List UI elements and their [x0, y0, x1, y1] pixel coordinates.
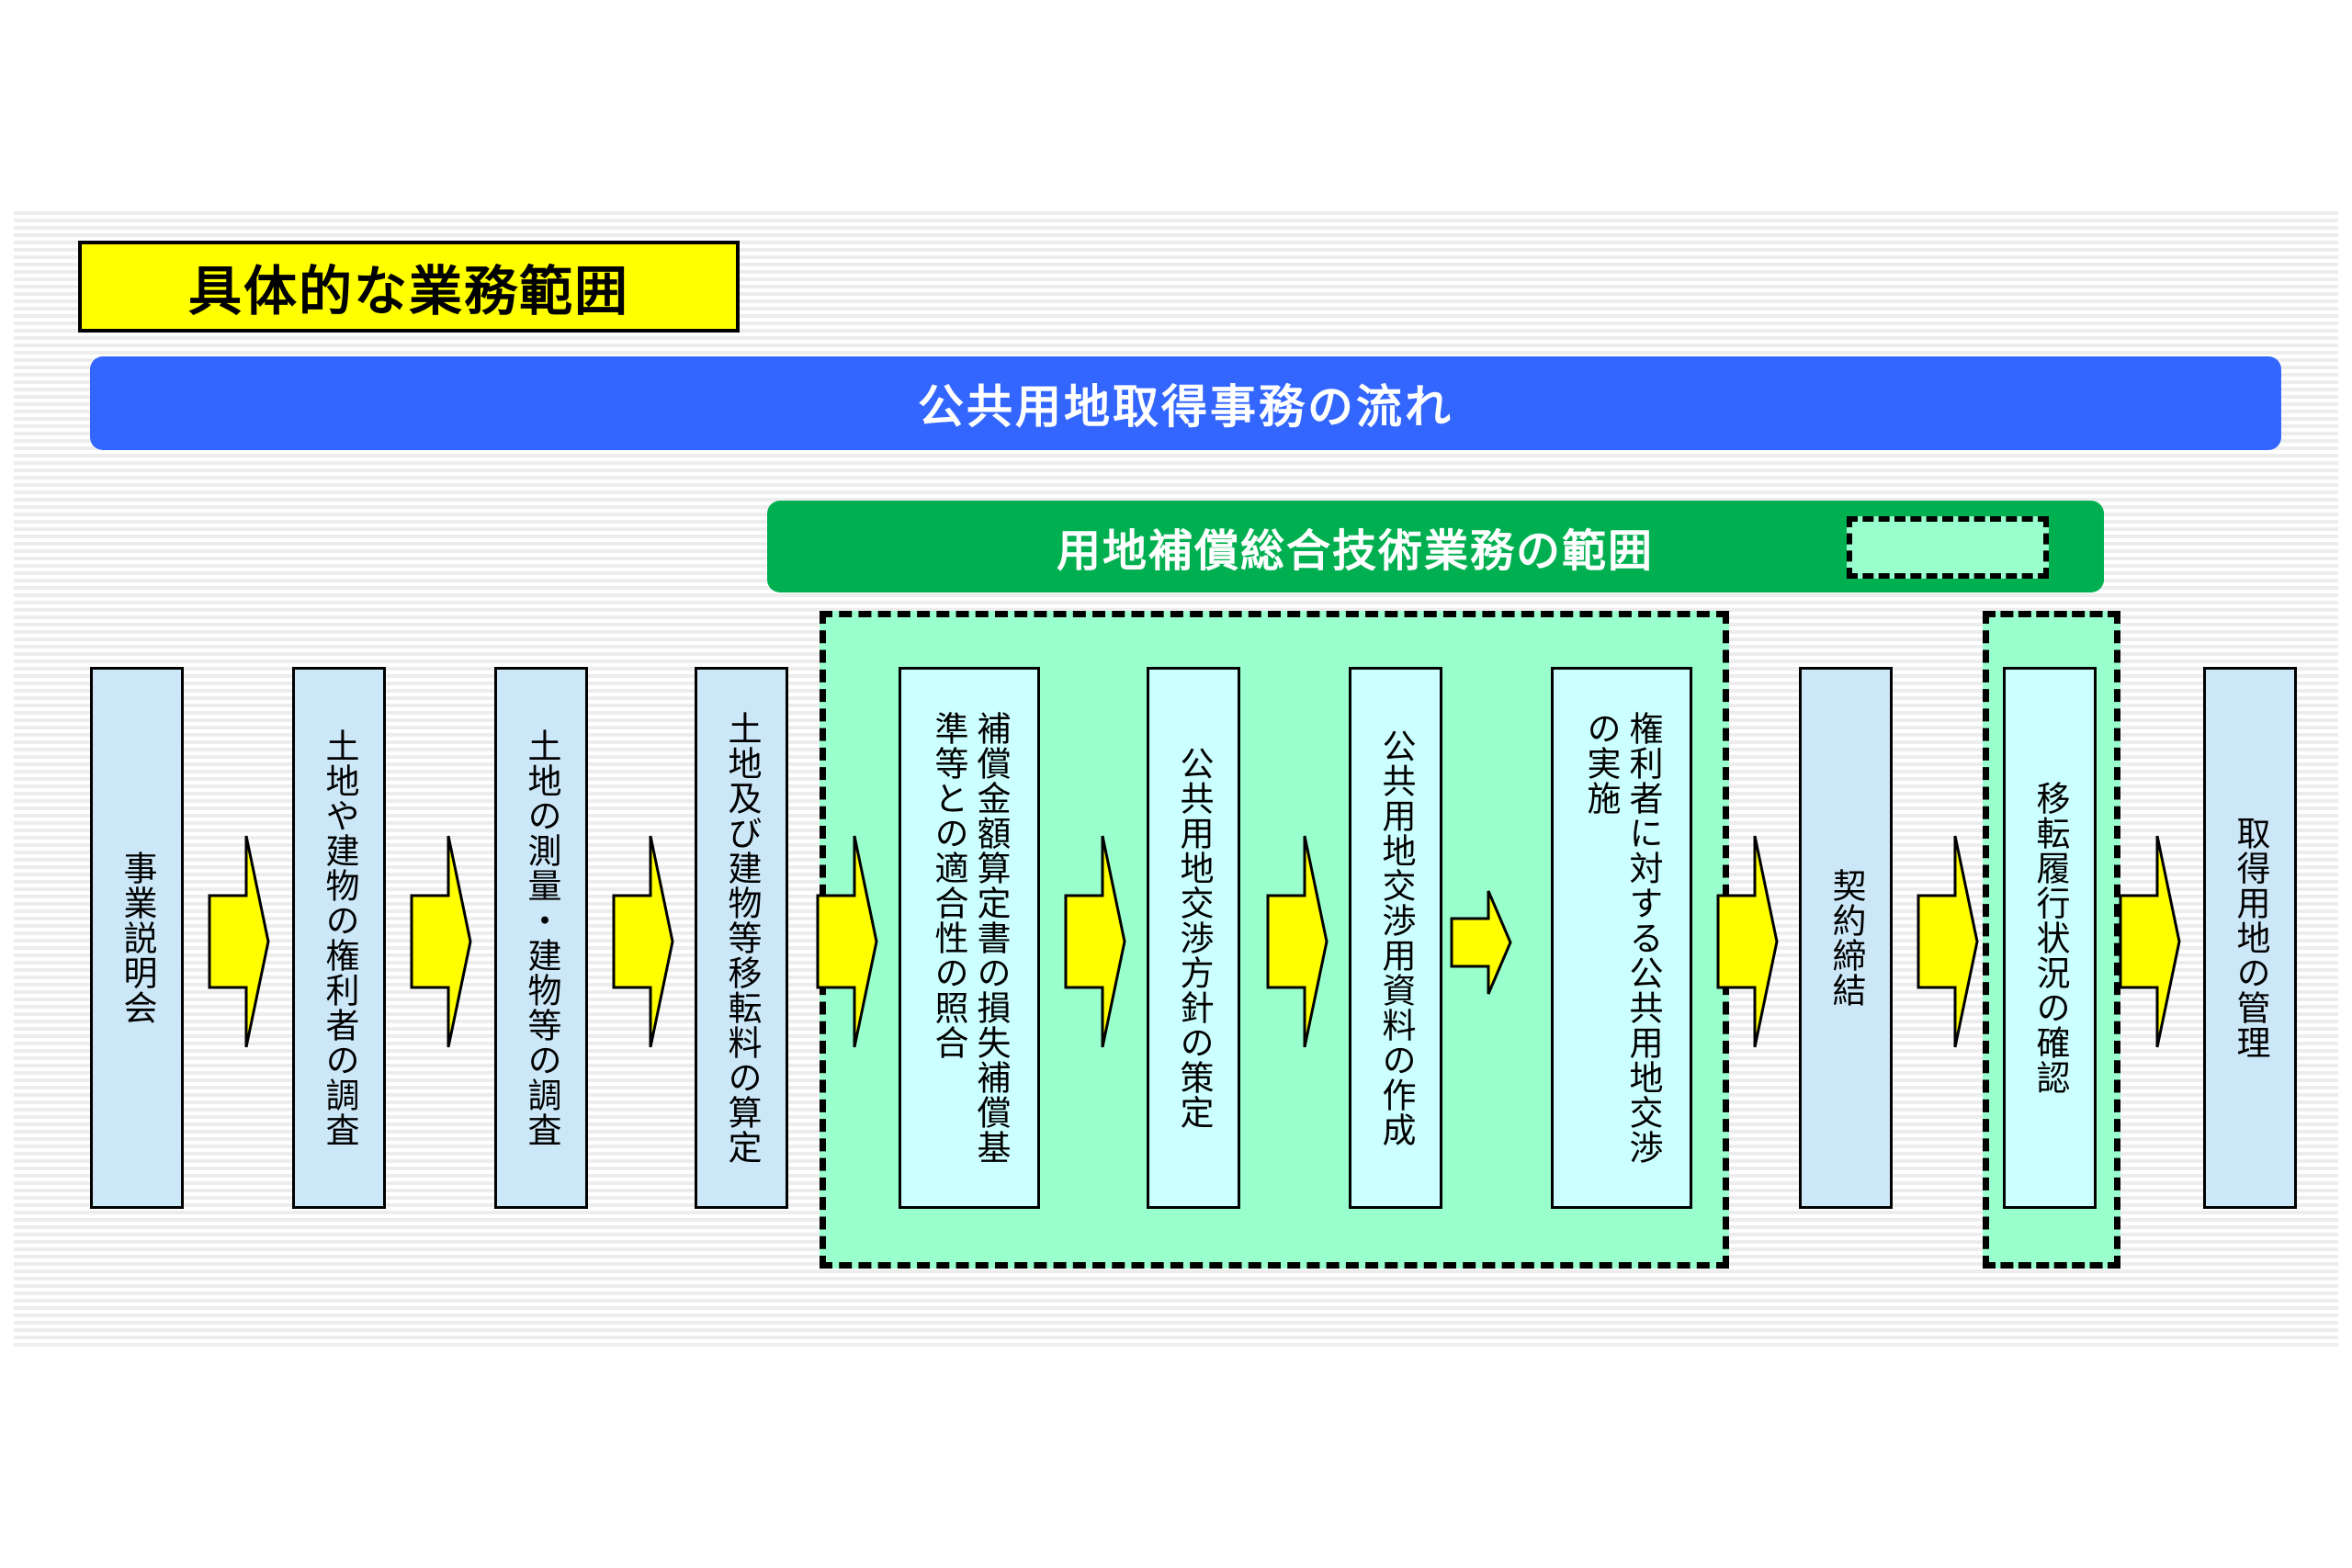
flow-arrow-icon [1064, 835, 1126, 1048]
step-label: 土地や建物の権利者の調査 [320, 728, 359, 1147]
step-contract: 契約締結 [1799, 667, 1893, 1209]
flow-arrow-icon [208, 835, 270, 1048]
flow-arrow-icon [410, 835, 472, 1048]
step-label: 取得用地の管理 [2231, 816, 2270, 1060]
step-compensation-check: 補償金額算定書の損失補償基 準等との適合性の照合 [899, 667, 1040, 1209]
step-label: 事業説明会 [118, 851, 157, 1025]
step-relocation-cost: 土地及び建物等移転料の算定 [695, 667, 788, 1209]
step-negotiation-materials: 公共用地交渉用資料の作成 [1349, 667, 1442, 1209]
step-relocation-confirmation: 移転履行状況の確認 [2003, 667, 2097, 1209]
flow-arrow-icon [1917, 835, 1979, 1048]
page-title: 具体的な業務範囲 [78, 241, 740, 333]
flow-banner: 公共用地取得事務の流れ [90, 356, 2281, 450]
step-land-survey: 土地の測量・建物等の調査 [494, 667, 588, 1209]
step-briefing: 事業説明会 [90, 667, 184, 1209]
flow-arrow-icon [612, 835, 674, 1048]
flow-arrow-icon [816, 835, 878, 1048]
step-label: 公共用地交渉用資料の作成 [1376, 728, 1416, 1147]
flow-arrow-icon [1266, 835, 1329, 1048]
step-label: 権利者に対する公共用地交渉 の実施 [1581, 711, 1663, 1165]
step-label: 土地及び建物等移転料の算定 [722, 711, 762, 1165]
step-negotiation-execution: 権利者に対する公共用地交渉 の実施 [1551, 667, 1692, 1209]
step-rights-survey: 土地や建物の権利者の調査 [292, 667, 386, 1209]
step-negotiation-policy: 公共用地交渉方針の策定 [1147, 667, 1240, 1209]
scope-banner: 用地補償総合技術業務の範囲 [767, 501, 2104, 592]
scope-banner-label: 用地補償総合技術業務の範囲 [1056, 525, 1654, 577]
flow-arrow-icon [2119, 835, 2181, 1048]
step-label: 移転履行状況の確認 [2030, 781, 2070, 1095]
step-label: 公共用地交渉方針の策定 [1174, 746, 1214, 1130]
step-label: 補償金額算定書の損失補償基 準等との適合性の照合 [929, 711, 1011, 1165]
scope-legend-swatch [1847, 516, 2049, 579]
step-label: 契約締結 [1826, 868, 1866, 1008]
step-label: 土地の測量・建物等の調査 [522, 728, 561, 1147]
flow-arrow-icon [1450, 890, 1512, 995]
flow-arrow-icon [1716, 835, 1779, 1048]
step-land-management: 取得用地の管理 [2203, 667, 2297, 1209]
